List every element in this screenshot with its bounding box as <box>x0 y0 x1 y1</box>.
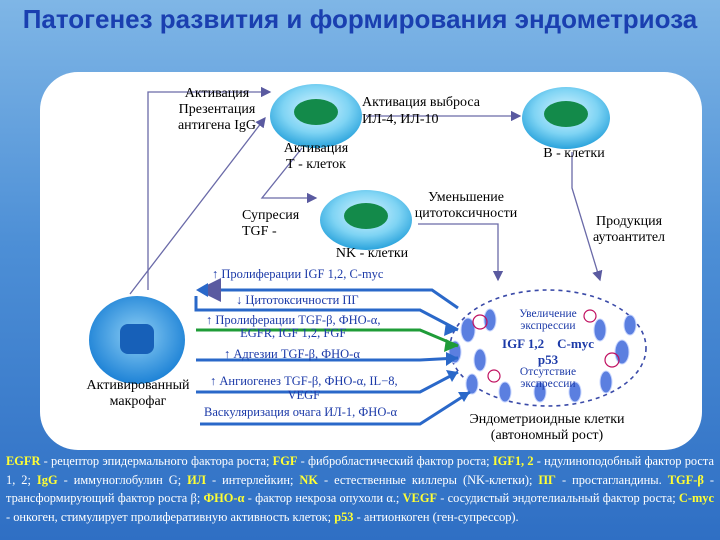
legend-definition: - фибробластический фактор роста; <box>297 454 493 468</box>
legend-definition: - сосудистый эндотелиальный фактор роста… <box>437 491 679 505</box>
cluster-absence-label: Отсутствие экспрессии <box>519 366 577 390</box>
legend-definition: - интерлейкин; <box>206 472 300 487</box>
legend-definition: - иммуноглобулин G; <box>57 472 188 487</box>
nk-cell-label: NK - клетки <box>335 246 409 261</box>
legend-definition: - антионкоген (ген-супрессор). <box>353 509 519 524</box>
legend-term: p53 <box>334 509 354 524</box>
abbreviations-legend: EGFR - рецептор эпидермального фактора р… <box>6 452 714 526</box>
legend-term: TGF-β <box>667 472 704 487</box>
arrow-cytotoxicity <box>194 296 459 332</box>
arrow-label-adhesion: ↑ Адгезии TGF-β, ФНО-α <box>224 347 360 361</box>
endometrial-label: Эндометриоидные клетки (автономный рост) <box>469 412 625 443</box>
arrow-proliferation <box>197 278 459 310</box>
legend-definition: - фактор некроза опухоли α.; <box>244 491 403 505</box>
autoantibodies-label: Продукция аутоантител <box>592 214 666 245</box>
legend-term: IgG <box>36 472 58 487</box>
line-bcell-cluster <box>571 152 603 282</box>
legend-term: NK <box>299 472 318 487</box>
arrow-proliferation-tgf <box>196 328 459 348</box>
legend-definition: - простагландины. <box>555 472 668 487</box>
arrow-label-proliferation: ↑ Пролиферации IGF 1,2, C-myc <box>212 267 384 281</box>
arrow-label-angiogenesis: ↑ Ангиогенез TGF-β, ФНО-α, IL−8, VEGF <box>210 374 398 402</box>
arrow-label-cytotoxicity: ↓ Цитотоксичности ПГ <box>236 293 359 307</box>
legend-definition: - ндулиноподобный фактор роста 1, 2; <box>6 454 714 487</box>
legend-definition: - трансформирующий фактор роста β; <box>6 472 714 506</box>
legend-term: EGFR <box>6 454 41 468</box>
page-title: Патогенез развития и формирования эндоме… <box>22 4 698 34</box>
macrophage-label: Активированный макрофаг <box>86 378 190 409</box>
b-cell-label: В - клетки <box>543 146 605 161</box>
legend-term: ФНО-α <box>203 491 245 505</box>
t-cell-icon <box>270 84 362 148</box>
cluster-increase-label: Увеличение экспрессии <box>519 308 577 332</box>
macrophage-icon <box>89 296 185 384</box>
legend-term: FGF <box>272 454 298 468</box>
activation-presentation-label: Активация Презентация антигена IgG <box>177 86 257 133</box>
line-macrophage-tcell-2 <box>129 116 266 295</box>
arrow-label-vascularization: Васкуляризация очага ИЛ-1, ФНО-α <box>204 405 398 419</box>
legend-term: ПГ <box>538 472 556 487</box>
legend-term: IGF1, 2 <box>492 454 534 468</box>
nk-cell-icon <box>320 190 412 250</box>
line-nk-cluster <box>418 223 504 282</box>
legend-term: ИЛ <box>187 472 207 487</box>
legend-term: C-myc <box>678 491 714 505</box>
t-cell-label: Активация Т - клеток <box>283 141 349 172</box>
arrow-label-proliferation-tgf: ↑ Пролиферации TGF-β, ФНО-α, EGFR, IGF 1… <box>206 313 381 340</box>
legend-definition: - рецептор эпидермального фактора роста; <box>40 454 273 468</box>
b-cell-icon <box>522 87 610 149</box>
legend-definition: - естественные киллеры (NK-клетки); <box>318 472 539 487</box>
release-activation-label: Активация выброса ИЛ-4, ИЛ-10 <box>362 95 480 127</box>
arrow-adhesion <box>196 356 459 362</box>
cluster-main-label: IGF 1,2 C-myc p53 <box>502 336 594 367</box>
arrow-vascularization <box>200 390 471 426</box>
legend-term: VEGF <box>402 491 438 505</box>
line-macrophage-tcell <box>147 86 272 290</box>
legend-definition: - онкоген, стимулирует пролиферативную а… <box>6 509 335 524</box>
arrow-angiogenesis <box>196 370 459 394</box>
cytotoxicity-decrease-label: Уменьшение цитотоксичности <box>414 190 518 221</box>
line-tcell-nk <box>260 147 318 204</box>
suppression-label: Супресия TGF - <box>242 208 300 239</box>
